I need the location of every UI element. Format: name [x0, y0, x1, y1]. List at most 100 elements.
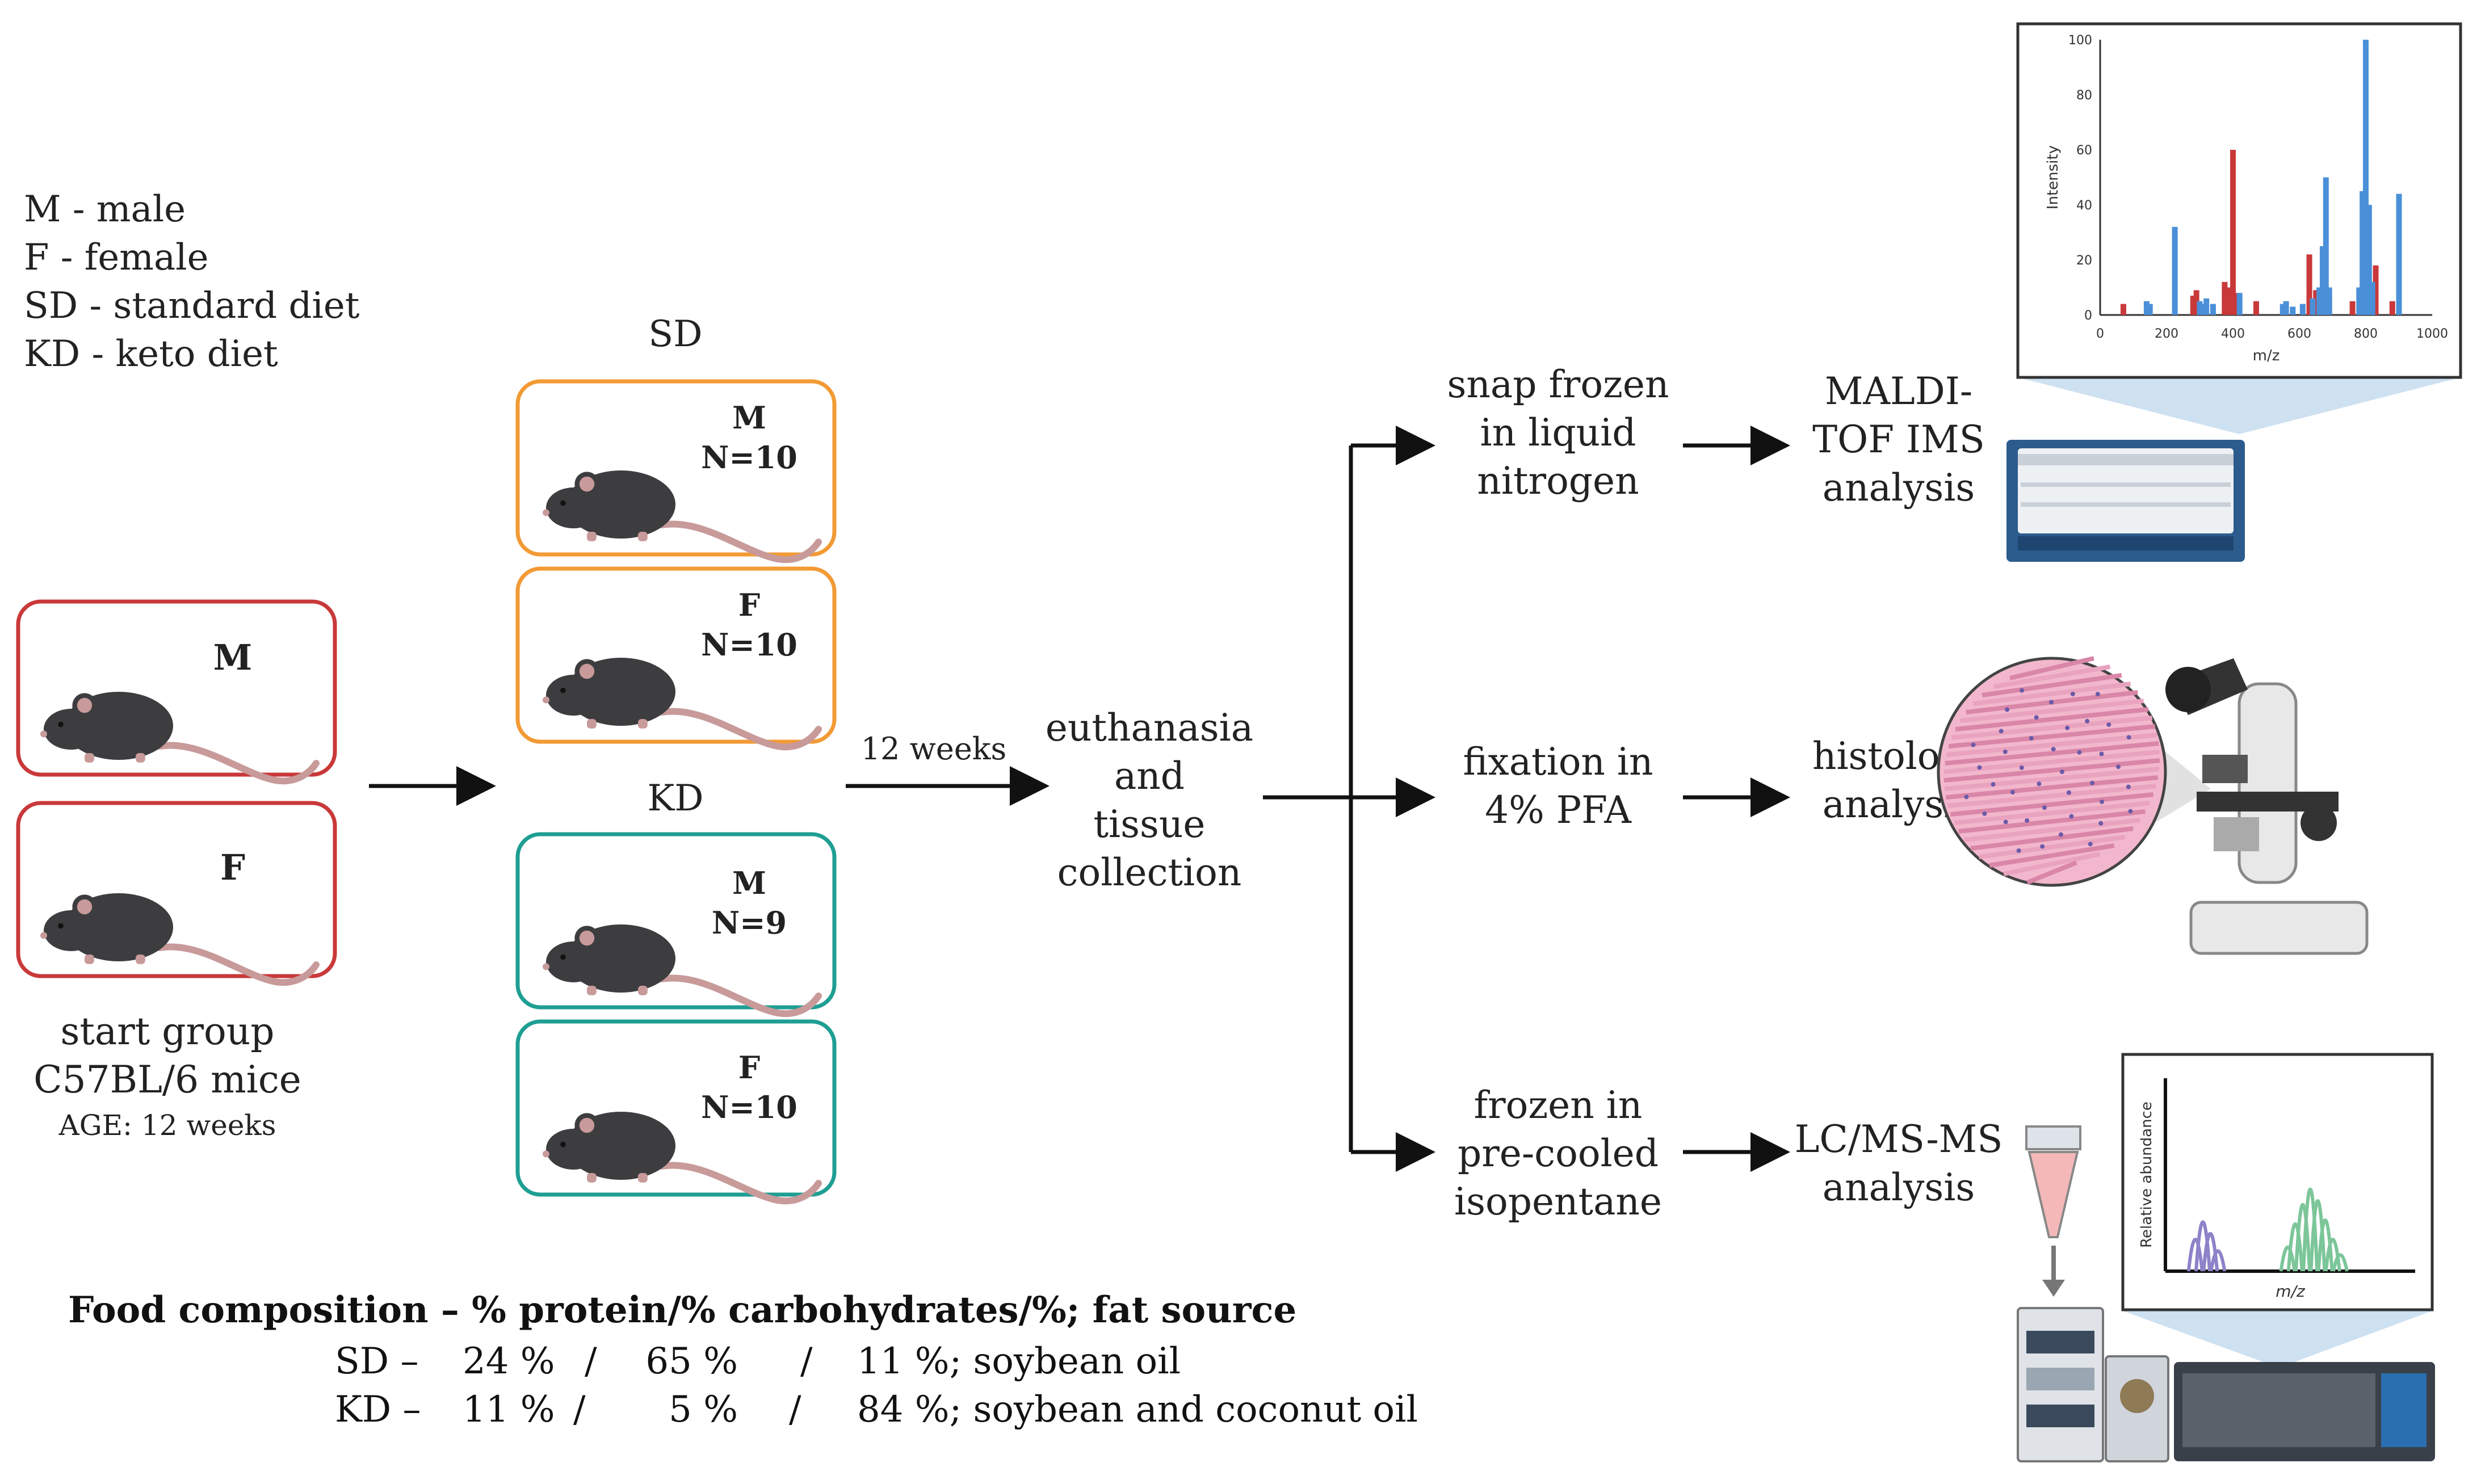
kd-female-sex: F	[738, 1049, 760, 1086]
legend-standard-diet: SD - standard diet	[24, 285, 360, 327]
tissue-fiber	[1954, 801, 2150, 825]
y-tick-label: 80	[2076, 89, 2092, 103]
chromatogram-frame	[2121, 1053, 2434, 1311]
collection-line-1: euthanasia	[1046, 706, 1253, 750]
start-female-box	[16, 801, 337, 978]
sd-female-n: N=10	[701, 627, 797, 663]
start-female-label: F	[220, 847, 245, 888]
tissue-fiber	[1948, 724, 2156, 749]
legend-keto-diet: KD - keto diet	[24, 333, 278, 375]
branch-connector	[1263, 426, 1435, 1172]
tissue-fiber	[1950, 792, 2153, 817]
cell-nucleus	[2077, 750, 2082, 755]
frozen-line-1: frozen in	[1474, 1083, 1643, 1127]
maldi-line-1: MALDI-	[1825, 369, 1972, 413]
maldi-line-2: TOF IMS	[1812, 418, 1985, 461]
y-tick-label: 100	[2068, 33, 2092, 48]
legend-female: F - female	[24, 237, 208, 279]
kd-female-n: N=10	[701, 1089, 797, 1125]
blue-peak-bar	[2369, 281, 2375, 315]
y-tick-label: 40	[2076, 199, 2092, 213]
snap-line-2: in liquid	[1480, 411, 1636, 455]
kd-carbs: 5 %	[669, 1389, 738, 1431]
tissue-fiber	[1944, 767, 2160, 791]
tissue-fiber	[1945, 775, 2159, 800]
cell-nucleus	[2034, 715, 2039, 720]
sd-male-box	[515, 379, 837, 557]
green-peak	[2286, 1222, 2304, 1272]
kd-sep-2: /	[789, 1389, 801, 1431]
maldi-instrument-icon	[2006, 440, 2245, 562]
cell-nucleus	[2037, 781, 2042, 787]
red-peak-bar	[2253, 301, 2259, 315]
mouse-icon	[40, 893, 316, 982]
sd-label: SD –	[335, 1340, 419, 1382]
mouse-icon	[543, 658, 818, 747]
sd-fat: 11 %; soybean oil	[857, 1340, 1181, 1382]
tissue-fiber	[1963, 818, 2140, 842]
blue-peak-bar	[2203, 298, 2210, 315]
age-label: AGE: 12 weeks	[58, 1109, 276, 1142]
red-peak-bar	[2222, 281, 2228, 315]
sample-tube-icon	[2025, 1125, 2081, 1297]
tissue-fiber	[1960, 699, 2144, 723]
collection-line-3: tissue	[1094, 802, 1206, 846]
cell-nucleus	[2070, 691, 2075, 696]
spectrum-frame	[2016, 22, 2462, 379]
zoom-callout	[2123, 1311, 2432, 1368]
cell-nucleus	[2128, 809, 2133, 814]
tissue-fiber	[1979, 835, 2125, 859]
cell-nucleus	[2058, 832, 2063, 837]
purple-peak	[2209, 1249, 2227, 1272]
food-title: Food composition – % protein/% carbohydr…	[68, 1289, 1296, 1331]
fix-line-2: 4% PFA	[1485, 788, 1632, 832]
red-peak-bar	[2389, 301, 2395, 315]
red-peak-bar	[2313, 290, 2319, 315]
cell-nucleus	[2025, 818, 2030, 823]
start-group: M F start group C57BL/6 mice AGE: 12 wee…	[16, 599, 337, 1142]
red-peak-bar	[2225, 287, 2231, 315]
tissue-fiber	[1993, 665, 2111, 689]
cell-nucleus	[2059, 770, 2064, 774]
collection-step: euthanasia and tissue collection	[1046, 706, 1253, 894]
cell-nucleus	[2005, 707, 2010, 712]
y-axis-label: Relative abundance	[2138, 1102, 2155, 1248]
zoom-callout	[2018, 377, 2461, 434]
red-peak-bar	[2233, 293, 2239, 315]
y-tick-label: 60	[2076, 144, 2092, 158]
blue-peak-bar	[2360, 191, 2366, 315]
mouse-icon	[40, 692, 316, 781]
purple-peak	[2194, 1220, 2211, 1272]
cell-nucleus	[2020, 688, 2025, 693]
sd-title: SD	[648, 313, 702, 355]
blue-peak-bar	[2283, 301, 2289, 315]
x-tick-label: 800	[2354, 327, 2378, 341]
blue-peak-bar	[2310, 298, 2316, 315]
x-tick-label: 0	[2096, 327, 2104, 341]
kd-male-box	[515, 832, 837, 1010]
start-group-label: start group	[60, 1010, 274, 1053]
tissue-fiber	[1945, 741, 2159, 766]
cell-nucleus	[2126, 784, 2131, 789]
cell-nucleus	[2115, 764, 2121, 770]
lcms-instrument-icon	[2017, 1307, 2435, 1462]
tissue-fiber	[1943, 758, 2160, 783]
kd-title: KD	[647, 777, 703, 819]
frozen-line-3: isopentane	[1454, 1180, 1662, 1224]
blue-peak-bar	[2210, 304, 2216, 315]
tissue-fiber	[1958, 809, 2146, 834]
cell-nucleus	[2106, 722, 2111, 727]
tissue-fiber	[1951, 716, 2153, 740]
tissue-fiber	[1970, 826, 2134, 851]
cell-nucleus	[1977, 765, 1982, 770]
collection-line-2: and	[1114, 754, 1185, 798]
cell-nucleus	[2069, 814, 2074, 819]
blue-peak-bar	[2147, 304, 2153, 315]
cell-nucleus	[1982, 811, 1987, 816]
blue-peak-bar	[2319, 246, 2325, 315]
cell-nucleus	[1991, 782, 1996, 787]
kd-protein: 11 %	[463, 1389, 555, 1431]
tissue-fiber	[2026, 860, 2077, 885]
blue-peak-bar	[2366, 205, 2372, 315]
